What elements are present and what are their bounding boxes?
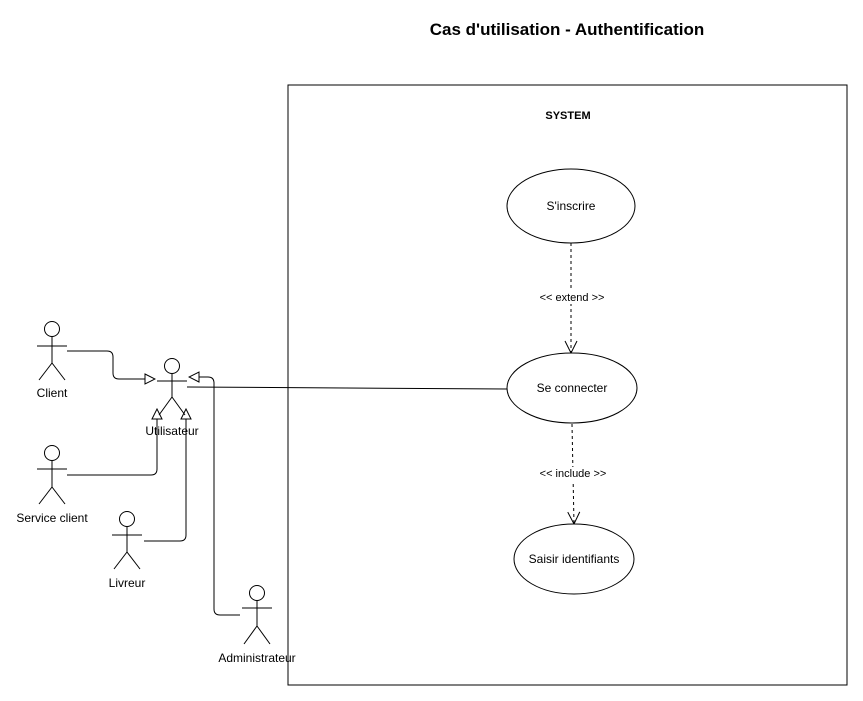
use-case-inscrire[interactable]: S'inscrire xyxy=(506,168,636,244)
generalization-client xyxy=(67,350,155,379)
actor-utilisateur-label: Utilisateur xyxy=(145,424,198,438)
use-case-connecter-shape xyxy=(506,352,638,424)
generalization-livreur xyxy=(144,409,186,542)
include-label-bg xyxy=(533,467,613,481)
actor-service-client[interactable]: Service client xyxy=(16,445,88,526)
use-case-inscrire-label: S'inscrire xyxy=(547,199,596,213)
stick-figure-icon xyxy=(37,445,67,505)
actor-administrateur-label: Administrateur xyxy=(218,651,295,665)
generalization-service-client xyxy=(67,409,157,476)
use-case-identifiants-shape xyxy=(513,523,635,595)
actor-administrateur[interactable]: Administrateur xyxy=(218,585,296,666)
association-utilisateur-connecter xyxy=(186,386,508,390)
actor-livreur[interactable]: Livreur xyxy=(109,511,146,591)
use-case-connecter[interactable]: Se connecter xyxy=(506,352,638,424)
stick-figure-icon xyxy=(37,321,67,381)
diagram-title: Cas d'utilisation - Authentification xyxy=(430,20,704,39)
generalization-administrateur xyxy=(189,377,240,616)
stick-figure-icon xyxy=(242,585,272,645)
actor-service-client-label: Service client xyxy=(16,511,88,525)
extend-label-bg xyxy=(534,290,610,304)
use-case-connecter-label: Se connecter xyxy=(537,381,608,395)
system-boundary xyxy=(287,84,848,686)
use-case-identifiants-label: Saisir identifiants xyxy=(529,552,620,566)
extend-label: << extend >> xyxy=(540,292,605,304)
system-label: SYSTEM xyxy=(545,110,590,122)
stick-figure-icon xyxy=(157,358,187,416)
actor-client-label: Client xyxy=(37,386,68,400)
use-case-identifiants[interactable]: Saisir identifiants xyxy=(513,523,635,595)
use-case-inscrire-shape xyxy=(506,168,636,244)
include-label: << include >> xyxy=(540,468,607,480)
actor-livreur-label: Livreur xyxy=(109,576,146,590)
stick-figure-icon xyxy=(112,511,142,570)
actor-client[interactable]: Client xyxy=(37,321,68,401)
actor-utilisateur[interactable]: Utilisateur xyxy=(145,358,199,439)
